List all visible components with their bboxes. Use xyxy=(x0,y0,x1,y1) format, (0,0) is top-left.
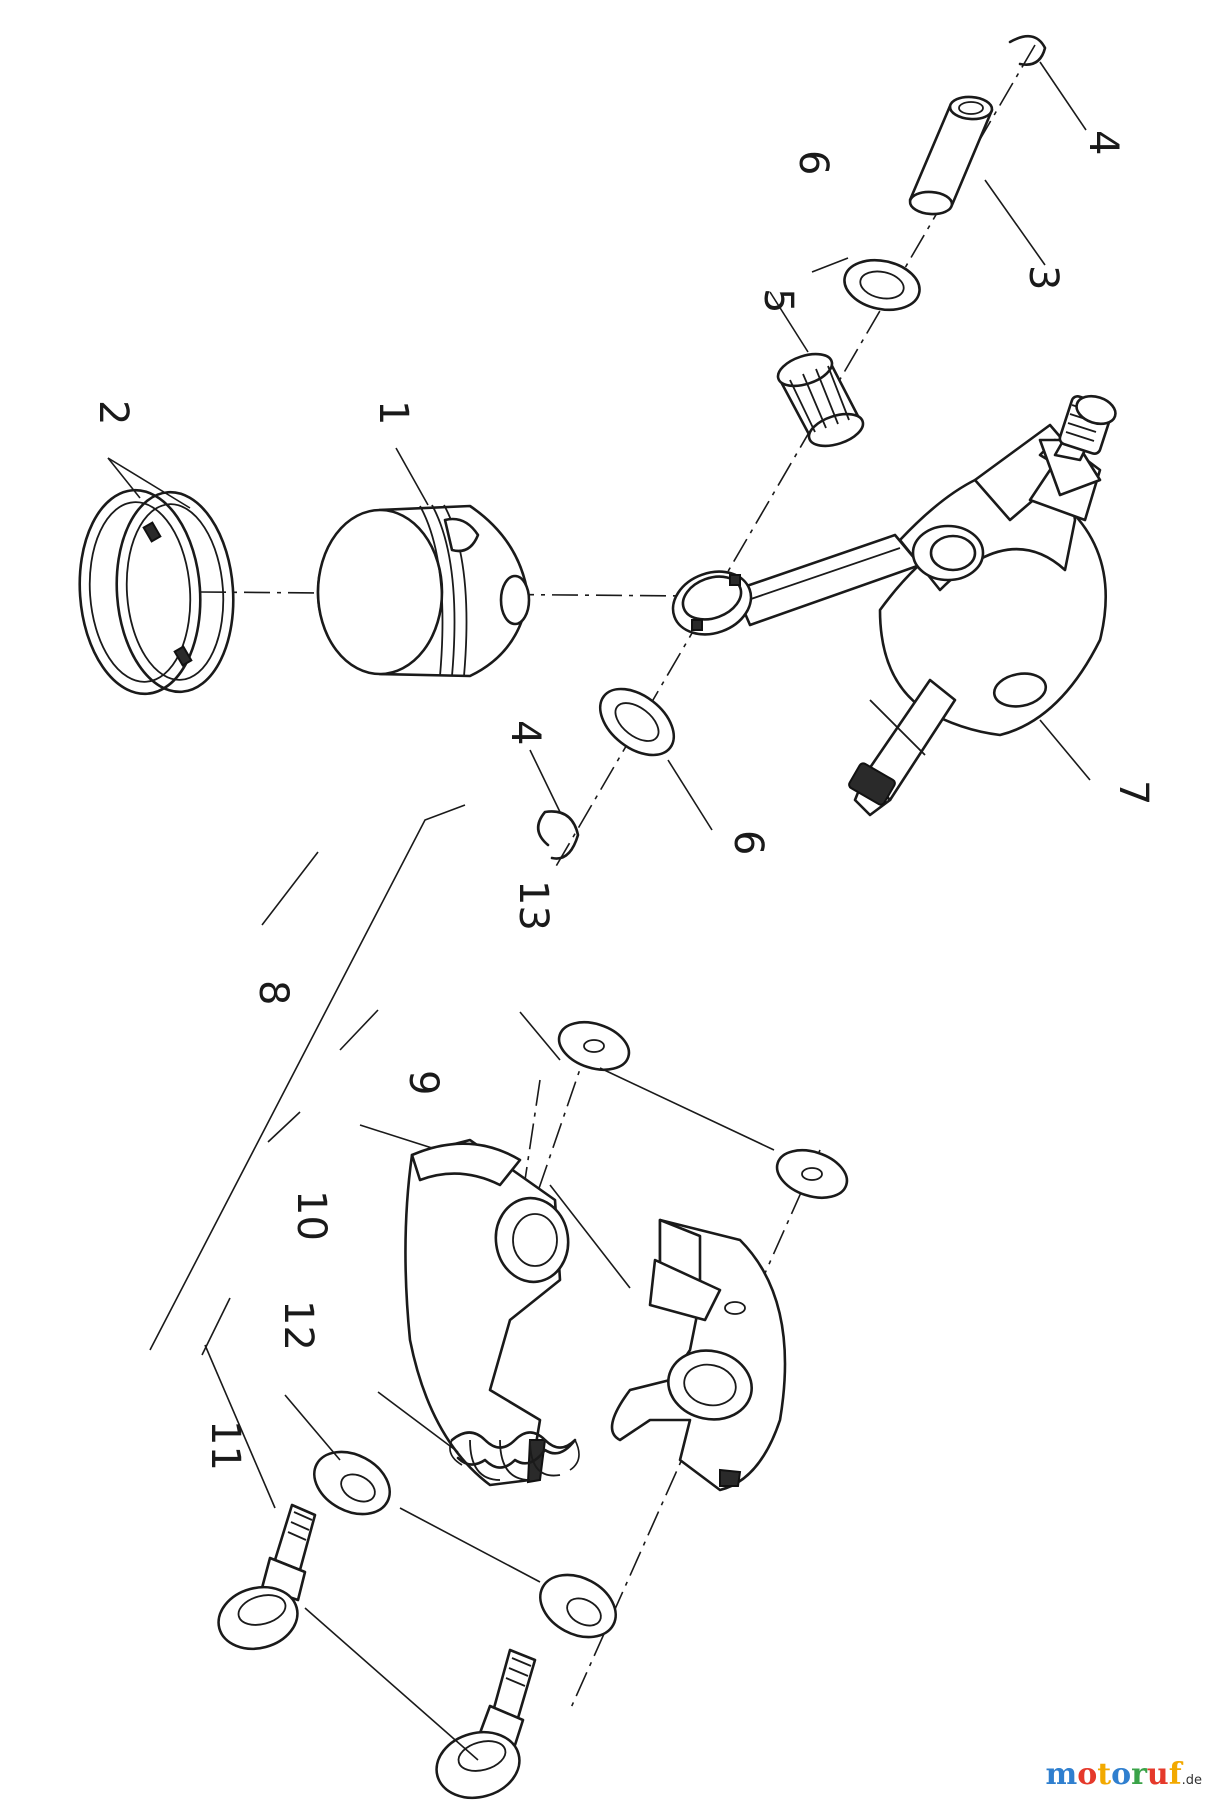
crankshaft xyxy=(848,394,1117,817)
washer-top xyxy=(843,258,921,312)
brand-logo-letters: motoruf xyxy=(1045,1757,1181,1792)
brand-logo-letter: o xyxy=(1111,1757,1132,1792)
needle-bearing xyxy=(776,352,865,448)
callout-shoulder-bolt: 11 xyxy=(202,1420,248,1471)
callout-clutch-washer: 13 xyxy=(510,880,556,931)
clutch-washer-right xyxy=(775,1149,849,1199)
brand-logo-suffix: .de xyxy=(1181,1773,1202,1788)
piston-pin xyxy=(908,95,994,216)
callout-labels: 2 1 4 6 3 5 7 6 4 13 8 9 10 12 11 xyxy=(90,130,1156,1471)
brand-logo-letter: t xyxy=(1097,1757,1112,1792)
circlip-top xyxy=(1008,34,1047,66)
clutch-spring xyxy=(449,1431,580,1481)
circlip-left xyxy=(536,810,580,860)
callout-clutch-shoe: 9 xyxy=(400,1070,446,1095)
shoulder-bolt-upper xyxy=(217,1503,317,1651)
washer-left xyxy=(598,687,676,757)
clutch-washer-bolt-upper xyxy=(313,1450,391,1516)
leader-lines xyxy=(107,61,1091,1761)
callout-spring: 10 xyxy=(288,1190,334,1241)
clutch-washer-top xyxy=(557,1021,631,1071)
callout-circlip-left: 4 xyxy=(502,720,548,745)
callout-piston-rings: 2 xyxy=(90,400,136,425)
piston-rings xyxy=(78,488,235,696)
brand-logo-letter: o xyxy=(1077,1757,1098,1792)
callout-piston-pin: 3 xyxy=(1020,265,1066,290)
brand-logo-letter: f xyxy=(1168,1757,1182,1792)
brand-logo-letter: r xyxy=(1131,1757,1147,1792)
brand-logo: motoruf.de xyxy=(1045,1757,1202,1792)
clutch-washer-bolt-lower xyxy=(539,1573,617,1639)
shoulder-bolt-lower xyxy=(435,1648,537,1800)
callout-washer-left: 6 xyxy=(725,830,771,855)
piston xyxy=(316,504,531,678)
callout-piston: 1 xyxy=(370,400,416,425)
callout-washer-top: 6 xyxy=(790,150,836,175)
clutch-shoe-lower xyxy=(610,1218,787,1492)
clutch-shoe-upper xyxy=(404,1138,570,1487)
callout-clutch-assembly: 8 xyxy=(250,980,296,1005)
callout-needle-bearing: 5 xyxy=(755,288,801,313)
brand-logo-letter: m xyxy=(1045,1757,1078,1792)
callout-crankshaft: 7 xyxy=(1110,780,1156,805)
callout-washer-bolt: 12 xyxy=(275,1300,321,1351)
brand-logo-letter: u xyxy=(1146,1757,1169,1792)
callout-circlip-top: 4 xyxy=(1080,130,1126,155)
